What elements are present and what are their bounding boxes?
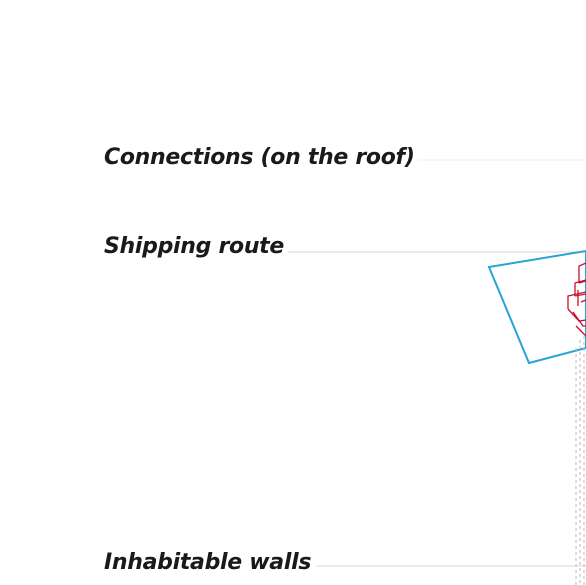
structure-stack (567, 262, 586, 337)
shipping-route-label: Shipping route (104, 234, 285, 259)
projection-lines (575, 336, 585, 585)
connections-label: Connections (on the roof) (104, 145, 415, 170)
inhabitable-walls-label: Inhabitable walls (104, 550, 312, 575)
shipping-route-plane (487, 249, 586, 365)
